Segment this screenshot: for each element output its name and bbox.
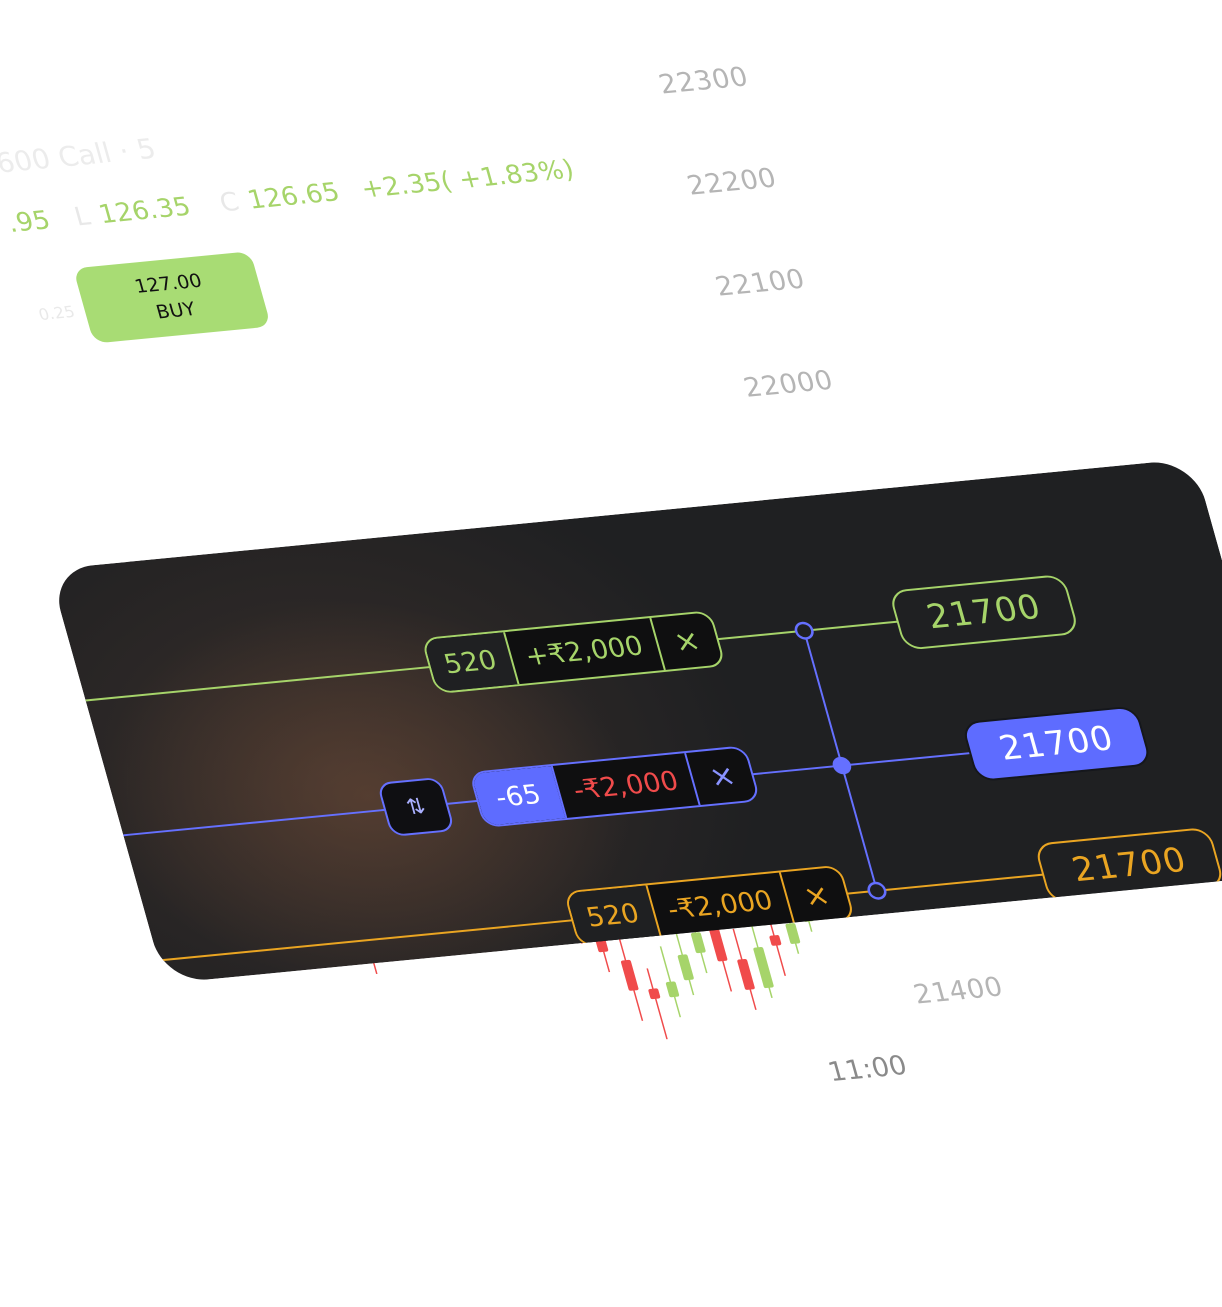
candle-body xyxy=(665,981,680,998)
stoploss-node xyxy=(867,881,887,900)
candle-body xyxy=(737,958,755,990)
trading-chart-scene: 22300 22200 22100 22000 21600 21500 2140… xyxy=(0,22,1222,1301)
entry-close-icon[interactable]: × xyxy=(684,747,759,806)
candle-body xyxy=(753,947,774,989)
candle-body xyxy=(648,988,661,1000)
entry-qty: -65 xyxy=(471,766,566,826)
candle-body xyxy=(707,920,728,962)
entry-node xyxy=(832,756,852,775)
order-lines-panel: 520 +₹2,000 × 21700 ⇅ -65 -₹2,000 × 2170… xyxy=(48,458,1222,984)
target-node xyxy=(794,621,814,640)
candle-wick xyxy=(659,946,682,1018)
candle-body xyxy=(785,923,801,944)
entry-pnl: -₹2,000 xyxy=(550,753,699,819)
stoploss-qty: 520 xyxy=(565,885,660,946)
candle-body xyxy=(769,935,782,946)
candle-body xyxy=(690,932,706,954)
candle-body xyxy=(620,959,639,991)
target-qty: 520 xyxy=(423,632,518,693)
candle-wick xyxy=(646,968,668,1040)
stoploss-close-icon[interactable]: × xyxy=(778,866,853,925)
candle-body xyxy=(677,954,694,981)
target-pnl: +₹2,000 xyxy=(502,618,664,685)
